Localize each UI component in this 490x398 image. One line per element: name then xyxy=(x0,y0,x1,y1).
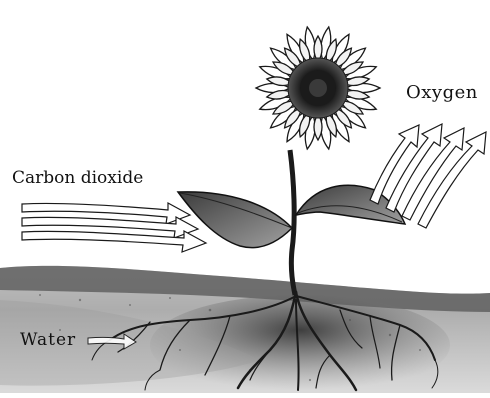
stem xyxy=(290,150,295,295)
oxygen-label: Oxygen xyxy=(406,82,478,103)
sunflower-head xyxy=(256,27,380,149)
carbon-dioxide-arrows xyxy=(22,203,206,252)
carbon-dioxide-label: Carbon dioxide xyxy=(12,168,143,188)
water-label: Water xyxy=(20,330,76,350)
